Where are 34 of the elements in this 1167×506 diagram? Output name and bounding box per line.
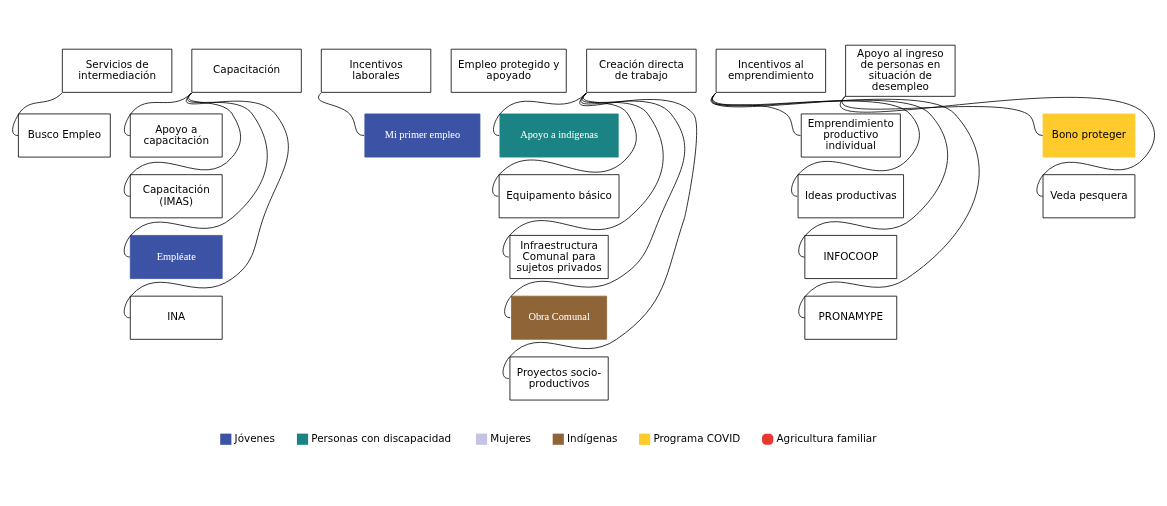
node-box: Apoyo a indígenas	[499, 113, 619, 158]
legend-label: Indígenas	[567, 431, 618, 444]
node-box: Apoyo al ingreso de personas en situación de desempleo	[845, 44, 956, 97]
node-box: INFOCOOP	[804, 235, 898, 279]
legend-label: Programa COVID	[653, 431, 741, 444]
connector	[123, 92, 289, 319]
node-box: Creación directa de trabajo	[586, 48, 697, 93]
node-box: Obra Comunal	[511, 295, 608, 340]
node-box: INA	[129, 295, 223, 340]
node-box: Capacitación	[191, 48, 302, 93]
node-box: Busco Empleo	[18, 113, 111, 158]
node-box: Incentivos laborales	[320, 48, 432, 93]
node-box: Empleo protegido y apoyado	[450, 48, 567, 93]
node-box: PRONAMYPE	[804, 295, 898, 340]
legend-label: Mujeres	[490, 431, 531, 444]
connector	[492, 92, 637, 197]
connector	[502, 92, 697, 379]
node-box: Infraestructura Comunal para sujetos privados	[509, 235, 609, 279]
node-box: Empléate	[129, 235, 223, 279]
node-box: Capacitación (IMAS)	[129, 174, 223, 219]
node-box: Veda pesquera	[1042, 174, 1136, 219]
legend-label: Agricultura familiar	[776, 431, 877, 444]
node-box: Incentivos al emprendimiento	[715, 48, 827, 93]
legend-label: Personas con discapacidad	[311, 431, 452, 444]
node-box: Servicios de intermediación	[61, 48, 173, 93]
node-box: Bono proteger	[1042, 113, 1136, 158]
node-box: Emprendimiento productivo individual	[800, 113, 901, 158]
node-box: Equipamento básico	[498, 174, 620, 219]
legend-label: Jóvenes	[234, 431, 275, 444]
node-box: Ideas productivas	[797, 174, 904, 219]
node-box: Mi primer empleo	[364, 113, 481, 158]
connector	[318, 92, 365, 136]
node-box: Proyectos socio-productivos	[509, 356, 609, 401]
node-box: Apoyo a capacitación	[129, 113, 223, 158]
